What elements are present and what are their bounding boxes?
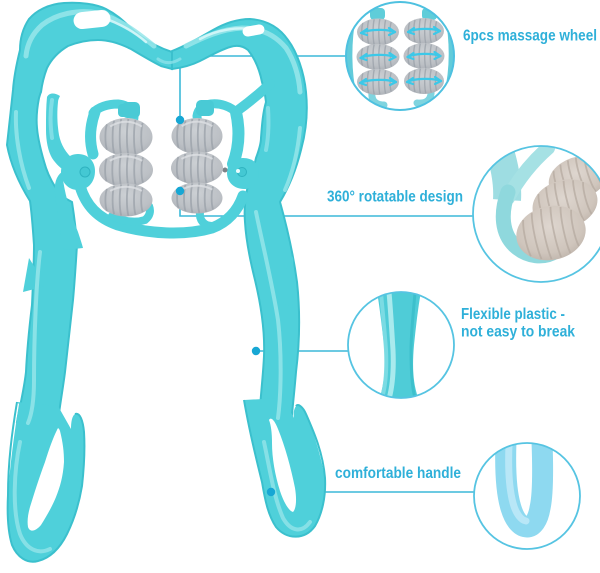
svg-text:6pcs massage wheel: 6pcs massage wheel xyxy=(463,28,597,45)
svg-text:Flexible plastic -: Flexible plastic - xyxy=(461,306,565,323)
svg-text:360° rotatable design: 360° rotatable design xyxy=(327,189,463,206)
svg-text:comfortable handle: comfortable handle xyxy=(335,465,461,482)
svg-text:not easy to break: not easy to break xyxy=(461,324,575,341)
